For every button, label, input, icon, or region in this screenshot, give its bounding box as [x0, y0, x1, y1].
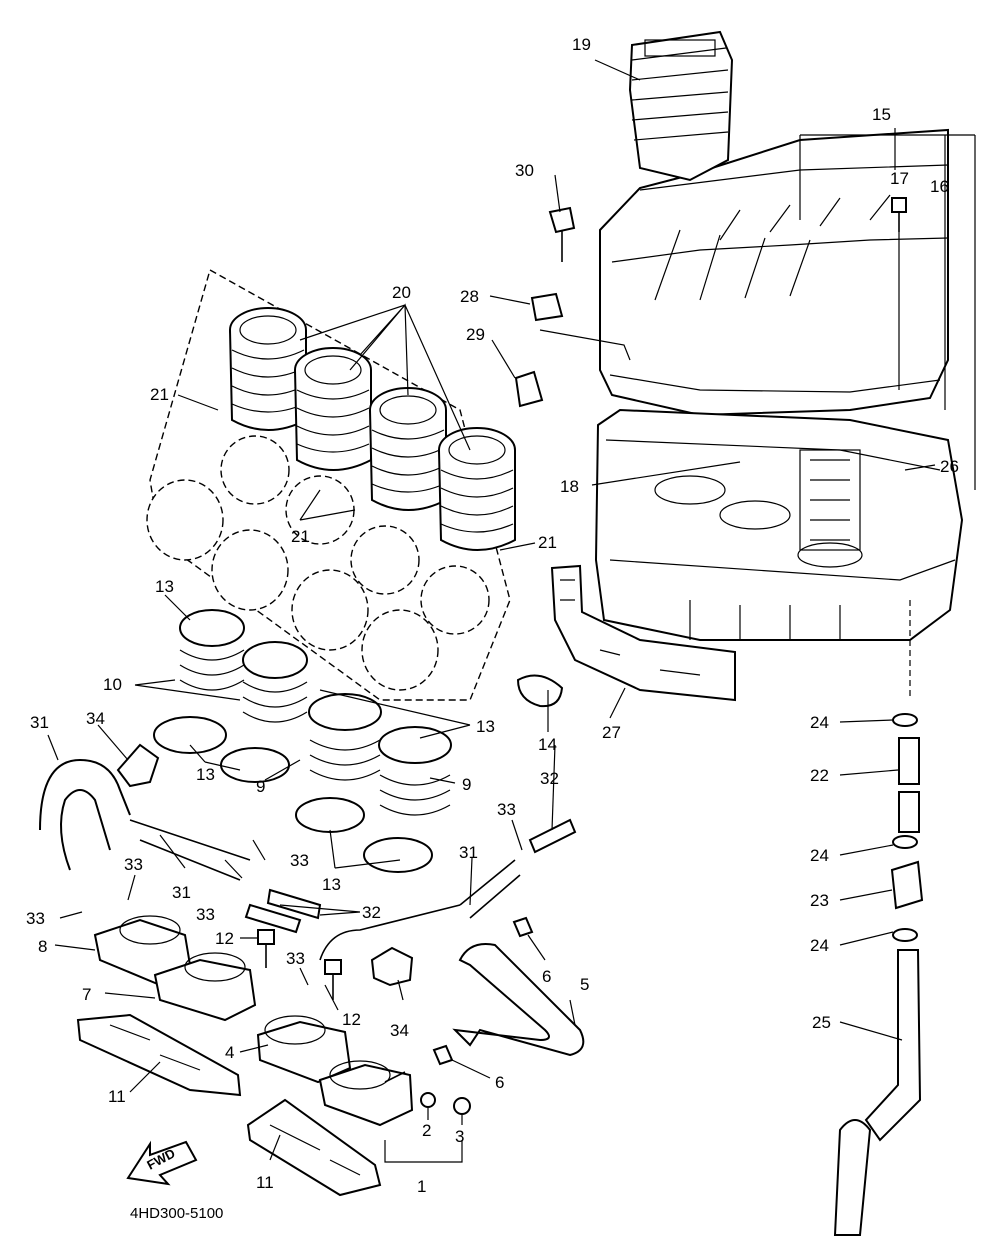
screw	[891, 197, 907, 390]
callout-31-b: 31	[459, 843, 478, 862]
callout-33-c: 33	[124, 855, 143, 874]
callout-24-b: 24	[810, 846, 829, 865]
callout-33-f: 33	[286, 949, 305, 968]
callout-33-d: 33	[196, 905, 215, 924]
callout-31-a: 31	[30, 713, 49, 732]
callout-1: 1	[417, 1177, 426, 1196]
manifold-bolts	[257, 929, 342, 1000]
callout-3: 3	[455, 1127, 464, 1146]
intake-duct	[628, 30, 734, 182]
callout-33-e: 33	[26, 909, 45, 928]
callout-16: 16	[930, 177, 949, 196]
callout-15: 15	[872, 105, 891, 124]
callout-13-a: 13	[155, 577, 174, 596]
callout-18: 18	[560, 477, 579, 496]
callout-labels: 19 15 17 16 30 28 29 20 21 26 18 21 21 1…	[26, 35, 959, 1196]
fwd-arrow-icon: FWD	[126, 1140, 198, 1186]
callout-21-c: 21	[538, 533, 557, 552]
hose-clip-lower	[370, 946, 414, 987]
callout-13-d: 13	[322, 875, 341, 894]
seal-strip	[550, 564, 736, 702]
screw-small	[453, 1097, 471, 1115]
callout-21-a: 21	[150, 385, 169, 404]
bracket-1	[384, 1140, 463, 1163]
callout-4: 4	[225, 1043, 234, 1062]
callout-24-c: 24	[810, 936, 829, 955]
callout-6-b: 6	[495, 1073, 504, 1092]
callout-6-a: 6	[542, 967, 551, 986]
callout-26: 26	[940, 457, 959, 476]
callout-31-c: 31	[172, 883, 191, 902]
callout-12-b: 12	[342, 1010, 361, 1029]
air-filter-case	[594, 128, 964, 641]
callout-34-b: 34	[390, 1021, 409, 1040]
callout-20: 20	[392, 283, 411, 302]
callout-25: 25	[812, 1013, 831, 1032]
callout-22: 22	[810, 766, 829, 785]
callout-29: 29	[466, 325, 485, 344]
callout-24-a: 24	[810, 713, 829, 732]
callout-9-b: 9	[256, 777, 265, 796]
callout-27: 27	[602, 723, 621, 742]
hose-clamp-lower	[432, 1044, 454, 1066]
callout-14: 14	[538, 735, 557, 754]
callout-17: 17	[890, 169, 909, 188]
hose-clamp-upper	[512, 916, 534, 938]
cap	[420, 1092, 436, 1108]
callout-23: 23	[810, 891, 829, 910]
joint-ring	[516, 674, 564, 708]
callout-34-a: 34	[86, 709, 105, 728]
vacuum-nipples	[244, 818, 577, 934]
intake-manifolds	[93, 915, 414, 1127]
callout-11-a: 11	[108, 1087, 126, 1106]
callout-32-a: 32	[540, 769, 559, 788]
diagram-code: 4HD300-5100	[130, 1205, 223, 1222]
callout-7: 7	[82, 985, 91, 1004]
callout-9-a: 9	[462, 775, 471, 794]
callout-33-a: 33	[497, 800, 516, 819]
air-funnels	[229, 307, 516, 551]
callout-12-a: 12	[215, 929, 234, 948]
carb-joints	[153, 609, 452, 873]
callout-10: 10	[103, 675, 122, 694]
callout-11-b: 11	[256, 1173, 274, 1192]
vent-hose	[39, 758, 521, 961]
callout-33-b: 33	[290, 851, 309, 870]
callout-13-b: 13	[476, 717, 495, 736]
callout-5: 5	[580, 975, 589, 994]
callout-21-b: 21	[291, 527, 310, 546]
bolt-and-grommet	[514, 206, 631, 408]
callout-8: 8	[38, 937, 47, 956]
callout-2: 2	[422, 1121, 431, 1140]
balance-hose	[452, 943, 585, 1057]
leader-lines	[47, 59, 976, 1161]
hose-clip	[116, 743, 160, 788]
callout-30: 30	[515, 161, 534, 180]
callout-32-b: 32	[362, 903, 381, 922]
callout-19: 19	[572, 35, 591, 54]
insulators	[76, 1013, 382, 1197]
callout-28: 28	[460, 287, 479, 306]
drain-line	[833, 600, 924, 1236]
callout-13-c: 13	[196, 765, 215, 784]
